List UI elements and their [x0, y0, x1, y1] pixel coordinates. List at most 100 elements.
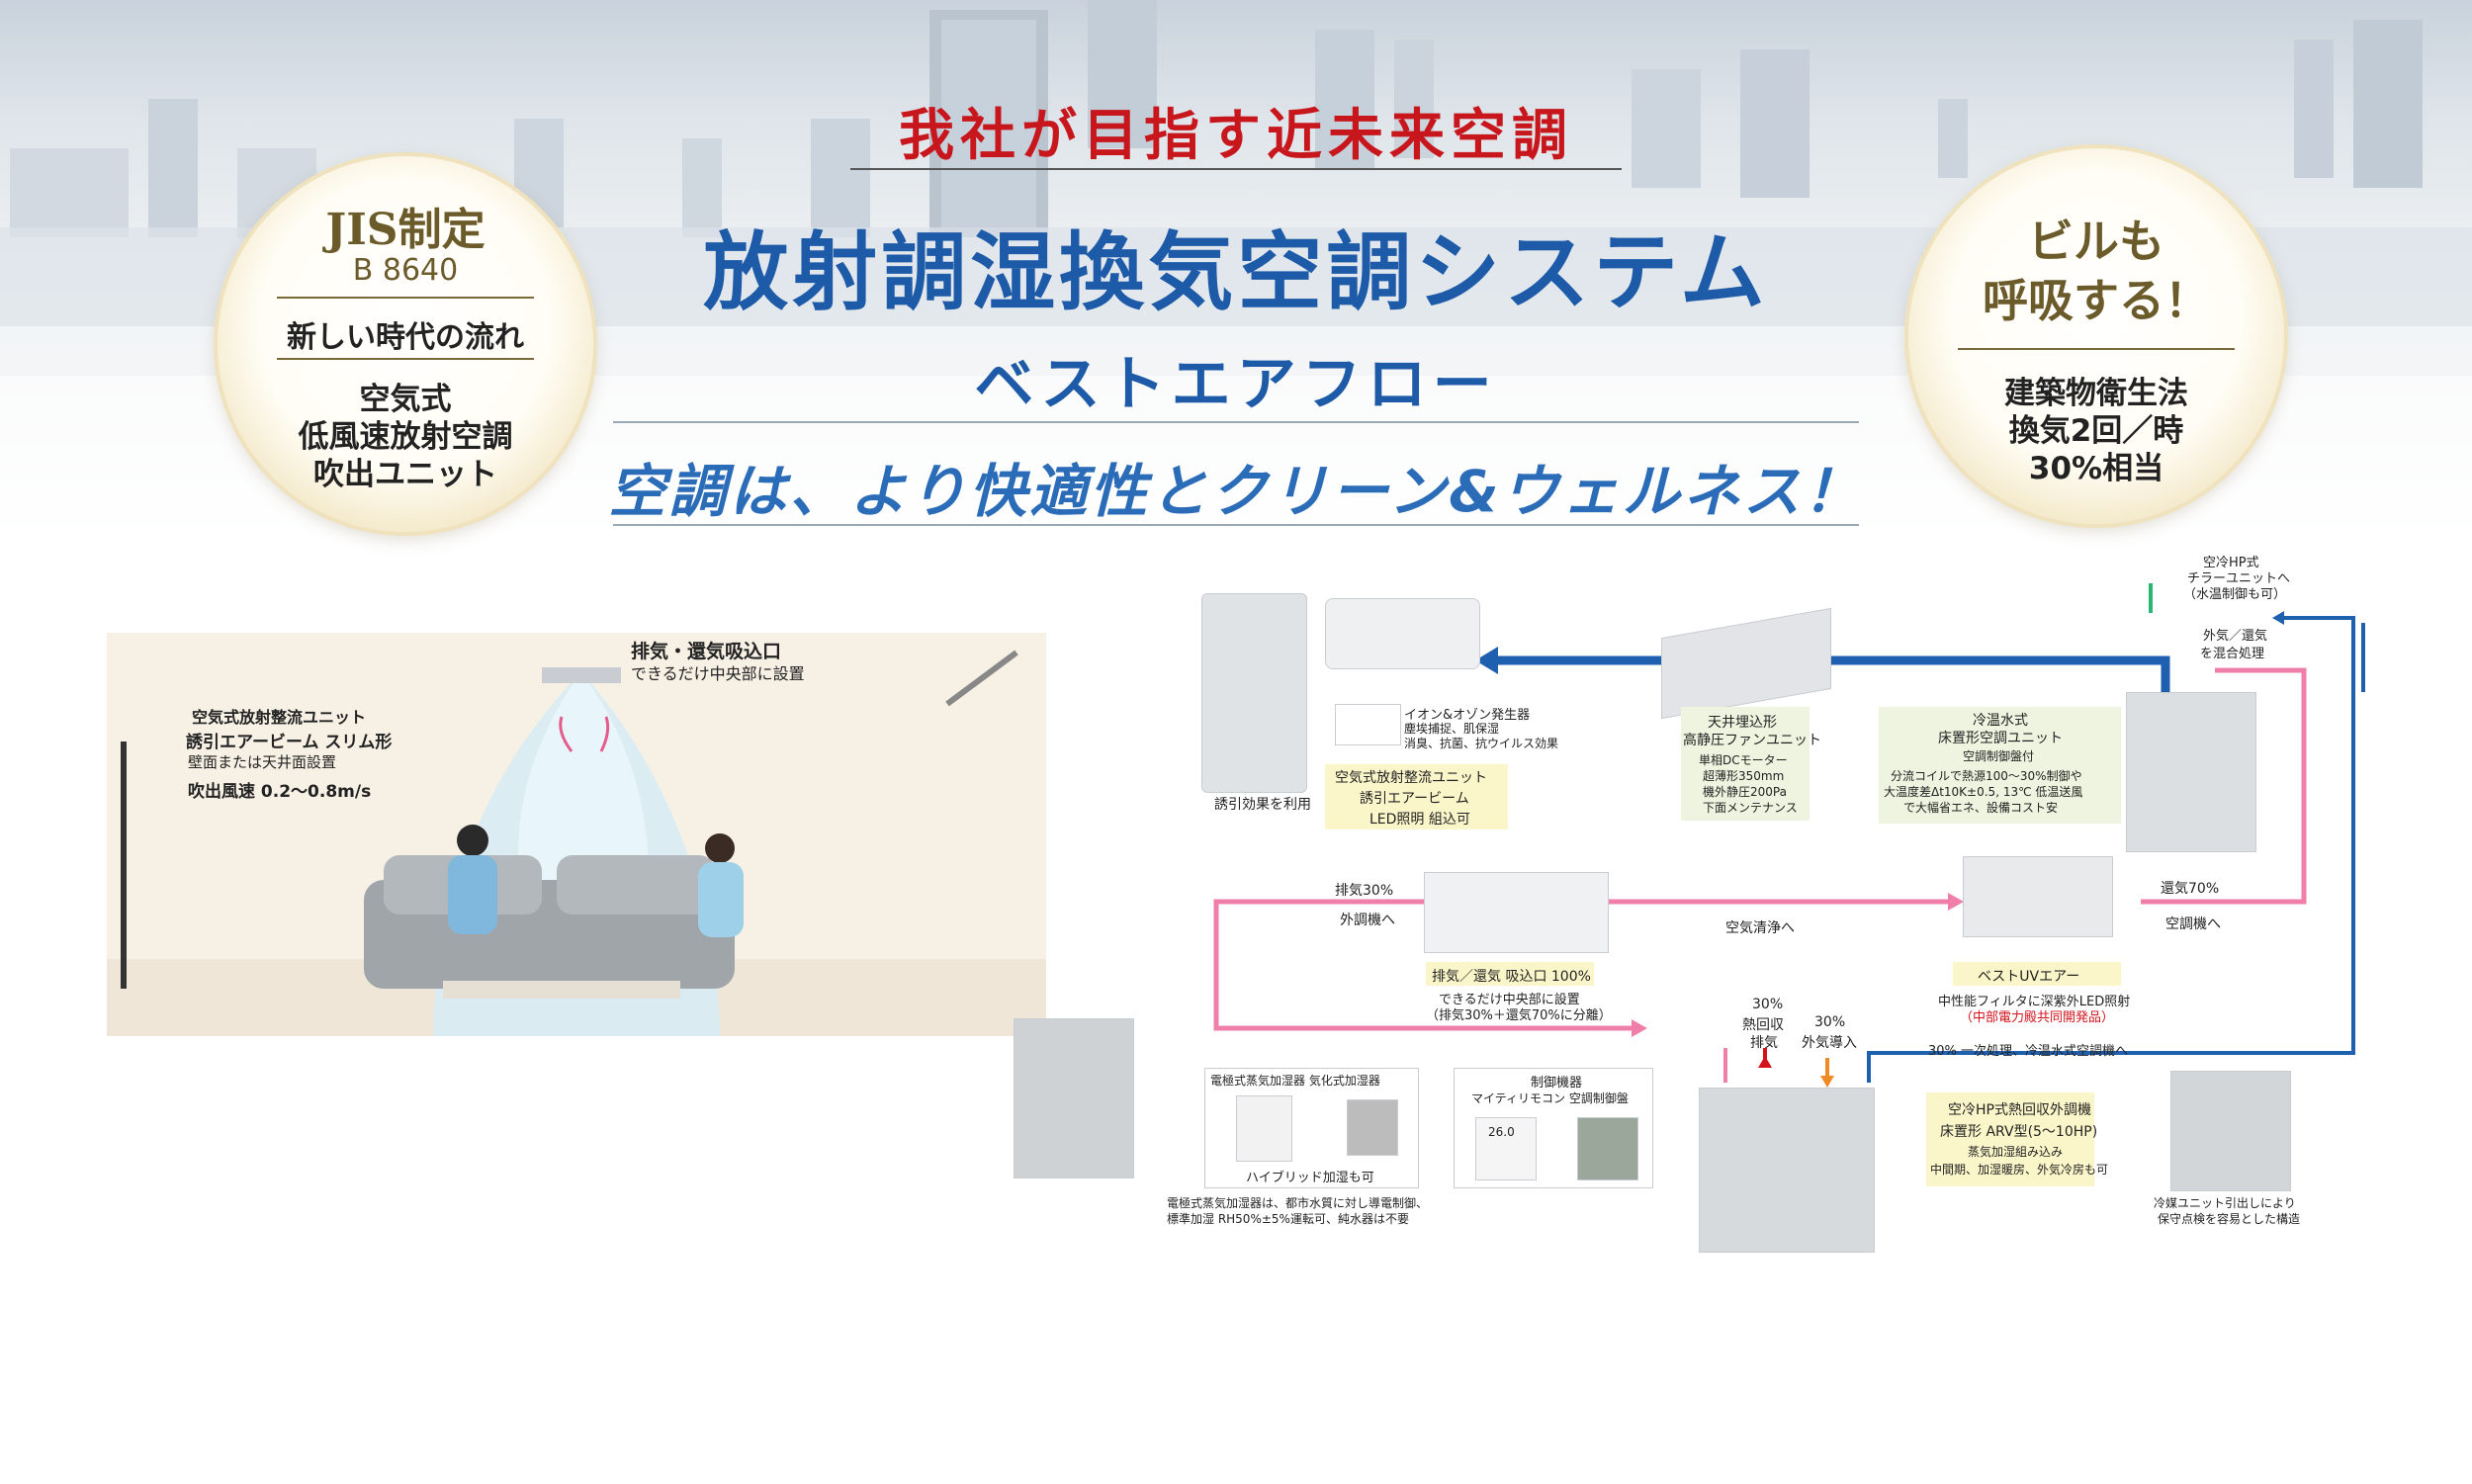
room-unit-line3: 壁面または天井面設置 — [188, 753, 337, 771]
beam-box-line1: 空気式放射整流ユニット — [1335, 770, 1487, 786]
uv-photo — [1963, 856, 2113, 937]
intake-photo — [1424, 872, 1609, 953]
heat-recovery-3: 排気 — [1750, 1035, 1778, 1051]
to-cleaning-label: 空気清浄へ — [1725, 920, 1795, 936]
room-intake-sub: できるだけ中央部に設置 — [631, 664, 805, 683]
floor-unit-image — [1014, 1018, 1134, 1178]
ion-title: イオン&オゾン発生器 — [1404, 708, 1531, 723]
room-unit-line2: 誘引エアービーム スリム形 — [186, 733, 393, 752]
jis-badge: JIS制定 B 8640 新しい時代の流れ 空気式 低風速放射空調 吹出ユニット — [218, 156, 593, 532]
to-ahu-label: 空調機へ — [2165, 917, 2221, 932]
control-title: 制御機器 — [1531, 1076, 1583, 1091]
hp-box-line2: 床置形 ARV型(5〜10HP) — [1940, 1124, 2098, 1140]
jis-badge-line2: 低風速放射空調 — [298, 419, 513, 455]
induction-caption: 誘引効果を利用 — [1214, 797, 1311, 813]
maintenance-note-1: 冷媒ユニット引出しにより — [2154, 1196, 2296, 1210]
uv-box — [1953, 962, 2121, 986]
maintenance-note-2: 保守点検を容易とした構造 — [2158, 1212, 2301, 1226]
ventilation-badge-line2: 換気2回／時 — [2008, 413, 2184, 449]
hp-box-line3: 蒸気加湿組み込み — [1968, 1145, 2064, 1159]
hp-box-line1: 空冷HP式熱回収外調機 — [1948, 1102, 2091, 1118]
ventilation-badge-title-1: ビルも — [2028, 215, 2164, 268]
exhaust30-label: 排気30% — [1335, 883, 1394, 899]
catchphrase: 空調は、より快適性とクリーン&ウェルネス！ — [608, 458, 1864, 525]
beam-unit-photo — [1201, 593, 1307, 793]
tagline: 我社が目指す近未来空調 — [899, 103, 1573, 168]
ion-generator-photo — [1335, 704, 1401, 745]
ion-line2: 消臭、抗菌、抗ウイルス効果 — [1404, 737, 1559, 750]
beam-box-line2: 誘引エアービーム — [1360, 791, 1469, 807]
intake-note-1: できるだけ中央部に設置 — [1439, 993, 1580, 1007]
steam-humidifier-photo — [1236, 1095, 1292, 1162]
humidifier-note-2: 標準加湿 RH50%±5%運転可、純水器は不要 — [1167, 1212, 1409, 1226]
fan-box-line1: 天井埋込形 — [1708, 715, 1777, 731]
remote-display: 26.0 — [1488, 1125, 1515, 1139]
jis-badge-title: JIS制定 — [325, 205, 486, 255]
fan-box-line6: 下面メンテナンス — [1703, 801, 1798, 815]
evaporative-humidifier-photo — [1347, 1099, 1398, 1156]
outside-intake-2: 外気導入 — [1802, 1035, 1857, 1051]
to-outdoor-label: 外調機へ — [1340, 913, 1395, 928]
ceiling-beam-photo — [1325, 598, 1480, 669]
heat-recovery-2: 熱回収 — [1742, 1017, 1784, 1033]
floor-box-line1: 冷温水式 — [1973, 713, 2028, 729]
heat-recovery-unit-photo — [1699, 1088, 1875, 1253]
uv-note-2: （中部電力殿共同開発品） — [1960, 1010, 2115, 1025]
remote-photo — [1475, 1117, 1537, 1180]
outside-air-note-2: を混合処理 — [2200, 647, 2265, 661]
humidifier-title: 電極式蒸気加湿器 気化式加湿器 — [1210, 1074, 1380, 1088]
ventilation-badge-title-2: 呼吸する！ — [1983, 274, 2210, 327]
page-title: 放射調湿換気空調システム — [703, 222, 1769, 322]
fan-box-line4: 超薄形350mm — [1703, 769, 1785, 783]
ventilation-badge: ビルも 呼吸する！ 建築物衛生法 換気2回／時 30%相当 — [1908, 148, 2284, 524]
intake-box — [1426, 962, 1594, 986]
ventilation-badge-line3: 30%相当 — [2028, 451, 2164, 486]
floor-box-line6: で大幅省エネ、設備コスト安 — [1903, 801, 2059, 815]
ion-line1: 塵埃捕捉、肌保湿 — [1404, 722, 1500, 736]
jis-badge-line3: 吹出ユニット — [313, 457, 497, 492]
jis-badge-line1: 空気式 — [359, 382, 452, 417]
control-sub: マイティリモコン 空調制御盤 — [1471, 1091, 1629, 1105]
room-illustration: 排気・還気吸込口 できるだけ中央部に設置 空気式放射整流ユニット 誘引エアービー… — [107, 633, 1046, 1036]
room-scene — [107, 633, 1046, 1036]
tagline-underline — [850, 168, 1622, 170]
title-rule-bottom — [613, 524, 1859, 526]
fan-box-line5: 機外静圧200Pa — [1703, 785, 1787, 799]
floor-unit-photo — [2126, 692, 2256, 852]
outside-air-note-1: 外気／還気 — [2203, 629, 2268, 644]
chiller-note-1: 空冷HP式 — [2203, 556, 2259, 570]
fan-box-line2: 高静圧ファンユニット — [1683, 733, 1821, 748]
room-unit-line4: 吹出風速 0.2〜0.8m/s — [188, 782, 372, 802]
ventilation-badge-line1: 建築物衛生法 — [2004, 376, 2188, 411]
floor-box-line2: 床置形空調ユニット — [1938, 731, 2063, 746]
outside-intake-1: 30% — [1814, 1014, 1846, 1030]
hp-box — [1926, 1092, 2094, 1186]
floor-box-line3: 空調制御盤付 — [1963, 749, 2035, 763]
heat-recovery-1: 30% — [1752, 997, 1784, 1012]
room-unit-line1: 空気式放射整流ユニット — [192, 708, 367, 727]
hybrid-note: ハイブリッド加湿も可 — [1246, 1171, 1374, 1185]
uv-note-1: 中性能フィルタに深紫外LED照射 — [1938, 995, 2131, 1009]
primary-note: 30% 一次処理、冷温水式空調機へ — [1928, 1044, 2129, 1059]
intake-note-2: （排気30%＋還気70%に分離） — [1426, 1008, 1612, 1023]
chiller-note-3: （水温制御も可） — [2183, 587, 2287, 602]
chiller-note-2: チラーユニットへ — [2187, 571, 2291, 586]
hp-box-line4: 中間期、加湿暖房、外気冷房も可 — [1930, 1163, 2109, 1177]
fan-box-line3: 単相DCモーター — [1699, 753, 1788, 767]
floor-box-line5: 大温度差Δt10K±0.5, 13℃ 低温送風 — [1884, 785, 2083, 799]
humidifier-note-1: 電極式蒸気加湿器は、都市水質に対し導電制御、 — [1167, 1196, 1429, 1210]
uv-box-label: ベストUVエアー — [1978, 969, 2080, 985]
page-subtitle: ベストエアフロー — [974, 350, 1498, 419]
jis-badge-code: B 8640 — [352, 253, 459, 288]
room-intake-title: 排気・還気吸込口 — [631, 641, 782, 662]
refrigerant-unit-photo — [2170, 1071, 2291, 1191]
floor-box-line4: 分流コイルで熱源100〜30%制御や — [1891, 769, 2082, 783]
return70-label: 還気70% — [2161, 881, 2220, 897]
beam-box-line3: LED照明 組込可 — [1369, 812, 1470, 828]
title-rule-top — [613, 421, 1859, 423]
fan-box — [1681, 707, 1810, 821]
intake-box-label: 排気／還気 吸込口 100% — [1432, 969, 1591, 985]
beam-box — [1325, 764, 1508, 829]
jis-badge-banner: 新しい時代の流れ — [287, 320, 524, 355]
control-board-photo — [1577, 1117, 1638, 1180]
